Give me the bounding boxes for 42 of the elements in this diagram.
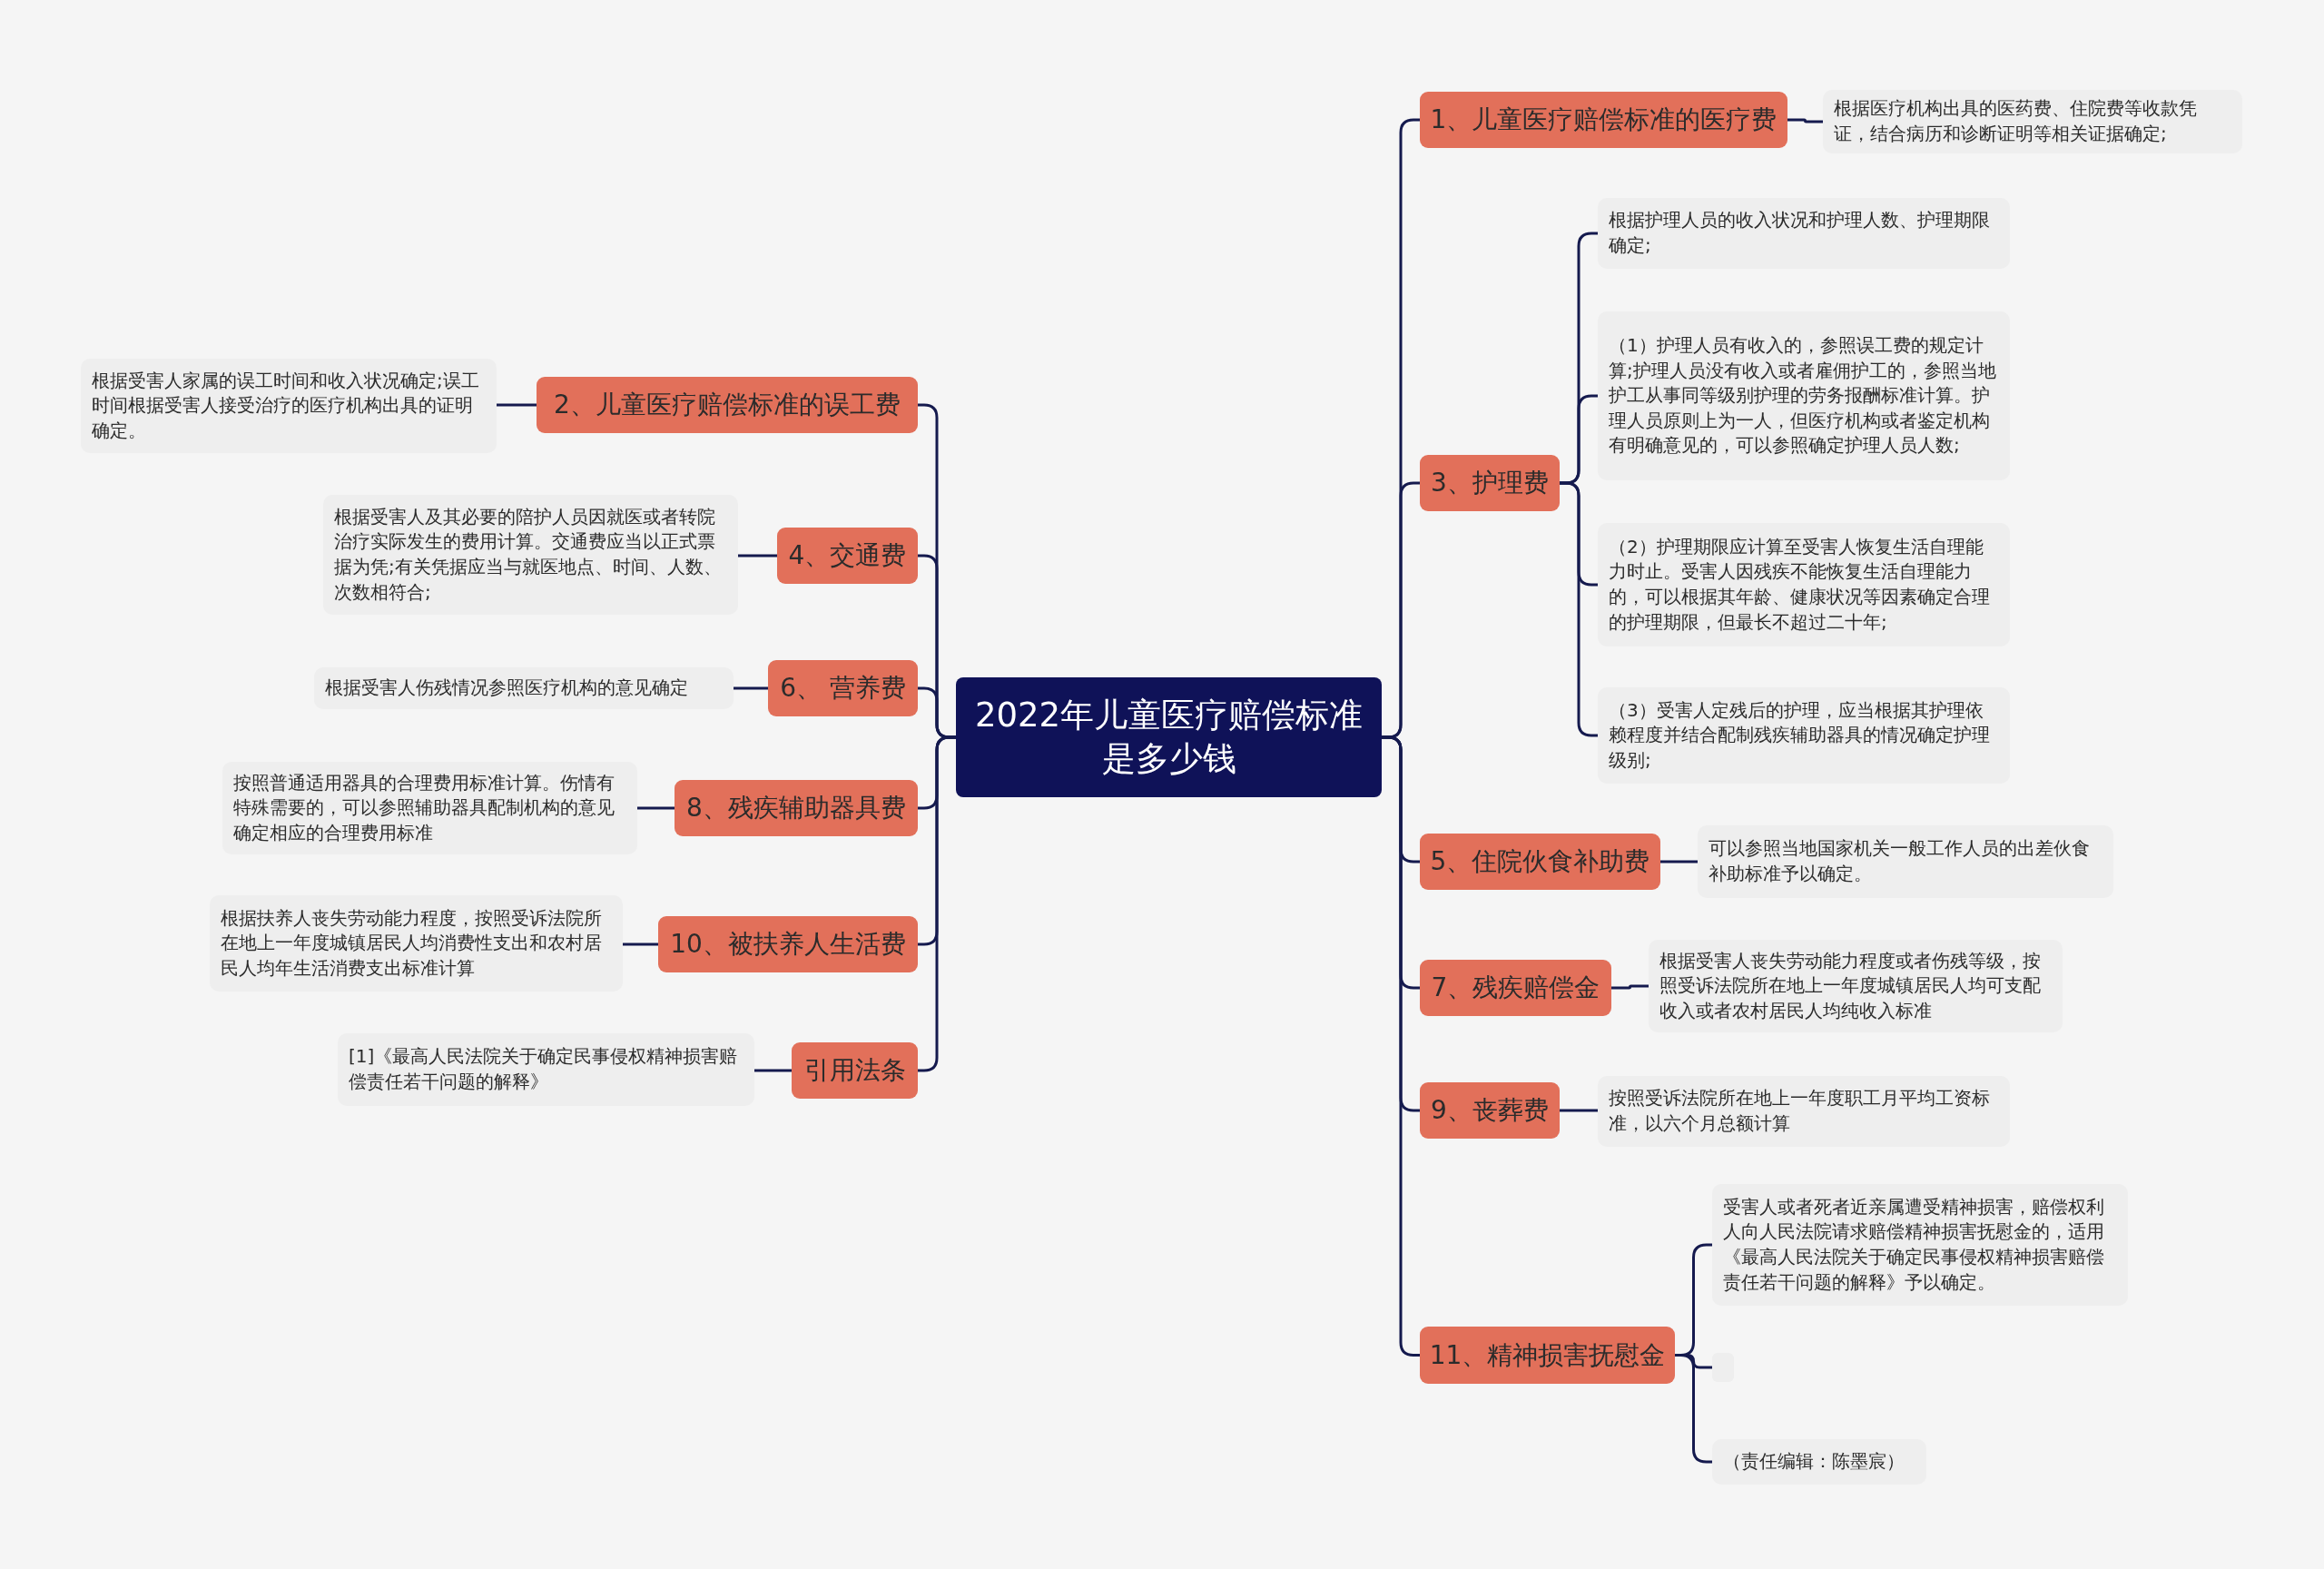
note-box: 受害人或者死者近亲属遭受精神损害，赔偿权利人向人民法院请求赔偿精神损害抚慰金的，适用《最高人民法院关于确定民事侵权精神损害赔偿责任若干问题的解释》予以确定。 <box>1712 1184 2128 1306</box>
connector-line <box>1560 481 1598 737</box>
connector-line <box>734 686 768 690</box>
note-box: 根据医疗机构出具的医药费、住院费等收款凭证，结合病历和诊断证明等相关证据确定; <box>1823 90 2242 153</box>
branch-box: 9、丧葬费 <box>1420 1082 1560 1139</box>
connector-line <box>1560 1109 1598 1112</box>
connector-line <box>1660 860 1698 863</box>
note-box: （2）护理期限应计算至受害人恢复生活自理能力时止。受害人因残疾不能恢复生活自理能力的，可以根据其年龄、健康状况等因素确定合理的护理期限，但最长不超过二十年; <box>1598 523 2010 646</box>
branch-box: 11、精神损害抚慰金 <box>1420 1327 1675 1384</box>
branch-box: 4、交通费 <box>777 528 918 584</box>
branch-box: 2、儿童医疗赔偿标准的误工费 <box>537 377 918 433</box>
connector-line <box>637 806 675 810</box>
empty-box <box>1712 1353 1734 1382</box>
branch-box: 3、护理费 <box>1420 455 1560 511</box>
central-topic: 2022年儿童医疗赔偿标准是多少钱 <box>956 677 1382 797</box>
note-box: 根据扶养人丧失劳动能力程度，按照受诉法院所在地上一年度城镇居民人均消费性支出和农村居民人均年生活消费支出标准计算 <box>210 895 623 992</box>
note-box: 按照受诉法院所在地上一年度职工月平均工资标准，以六个月总额计算 <box>1598 1076 2010 1147</box>
connector-line <box>1675 1354 1712 1464</box>
branch-box: 8、残疾辅助器具费 <box>675 780 918 836</box>
branch-box: 引用法条 <box>792 1042 918 1099</box>
connector-line <box>497 403 537 407</box>
note-box: [1]《最高人民法院关于确定民事侵权精神损害赔偿责任若干问题的解释》 <box>338 1033 754 1106</box>
connector-line <box>1787 118 1823 123</box>
branch-box: 1、儿童医疗赔偿标准的医疗费 <box>1420 92 1787 148</box>
connector-line <box>1611 984 1649 990</box>
connector-line <box>623 942 658 946</box>
note-box: 根据受害人伤残情况参照医疗机构的意见确定 <box>314 667 734 709</box>
note-box: （3）受害人定残后的护理，应当根据其护理依赖程度并结合配制残疾辅助器具的情况确定护理级别; <box>1598 687 2010 784</box>
note-box: 按照普通适用器具的合理费用标准计算。伤情有特殊需要的，可以参照辅助器具配制机构的意见确定相应的合理费用标准 <box>222 762 637 854</box>
note-box: 根据受害人及其必要的陪护人员因就医或者转院治疗实际发生的费用计算。交通费应当以正式票据为凭;有关凭据应当与就医地点、时间、人数、次数相符合; <box>323 495 738 615</box>
branch-box: 5、住院伙食补助费 <box>1420 834 1660 890</box>
note-box: 可以参照当地国家机关一般工作人员的出差伙食补助标准予以确定。 <box>1698 825 2113 898</box>
note-box: 根据护理人员的收入状况和护理人数、护理期限确定; <box>1598 198 2010 269</box>
note-box: 根据受害人家属的误工时间和收入状况确定;误工时间根据受害人接受治疗的医疗机构出具的证明确定。 <box>81 359 497 453</box>
note-box: 根据受害人丧失劳动能力程度或者伤残等级，按照受诉法院所在地上一年度城镇居民人均可支配收入或者农村居民人均纯收入标准 <box>1649 940 2063 1032</box>
branch-box: 7、残疾赔偿金 <box>1420 960 1611 1016</box>
note-box: （责任编辑：陈墨宸） <box>1712 1439 1926 1485</box>
branch-box: 6、 营养费 <box>768 660 918 716</box>
connector-line <box>738 554 777 558</box>
branch-box: 10、被扶养人生活费 <box>658 916 918 972</box>
note-box: （1）护理人员有收入的，参照误工费的规定计算;护理人员没有收入或者雇佣护工的，参照当地护工从事同等级别护理的劳务报酬标准计算。护理人员原则上为一人，但医疗机构或者鉴定机构有明确意见的，可以参照确定护理人员人数; <box>1598 311 2010 480</box>
connector-line <box>754 1069 792 1072</box>
